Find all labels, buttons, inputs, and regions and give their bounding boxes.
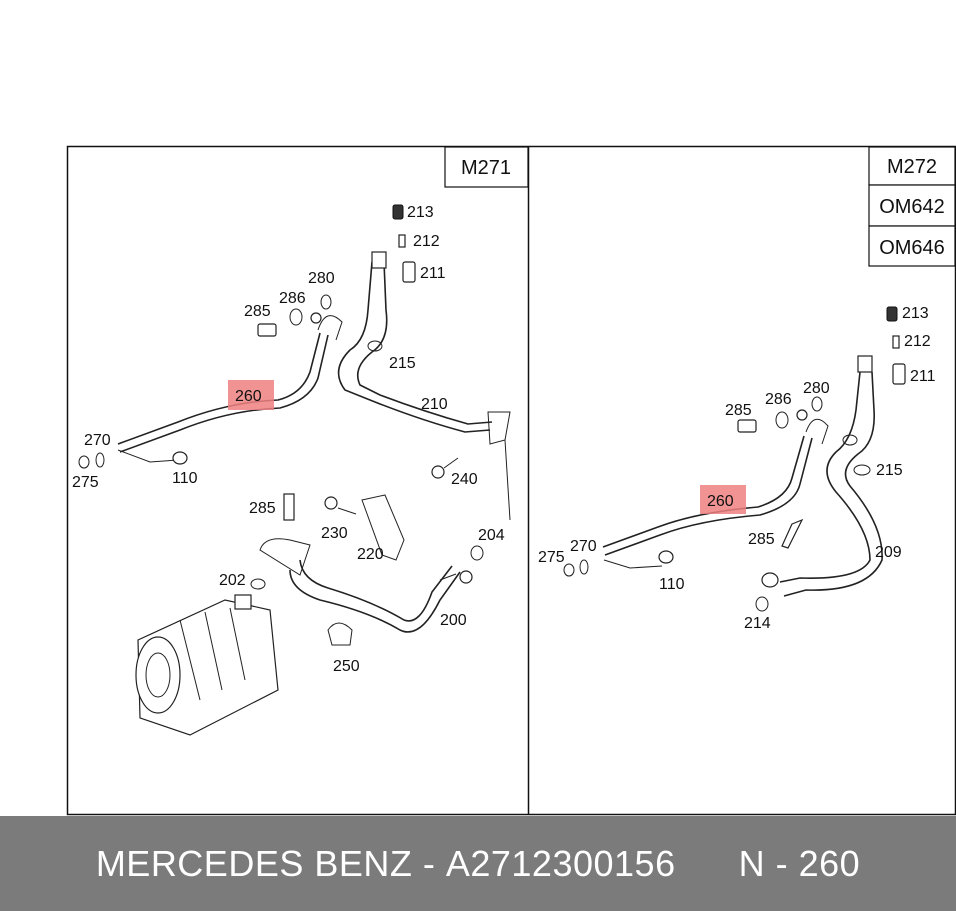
part-label: 214 — [744, 615, 771, 632]
position-number: N - 260 — [738, 842, 861, 884]
part-label: 209 — [875, 544, 902, 561]
part-label: 204 — [478, 527, 505, 544]
part-label: 260 — [235, 388, 262, 405]
part-label: 280 — [803, 380, 830, 397]
part-label: 260 — [707, 493, 734, 510]
highlight-260-right — [700, 485, 746, 514]
highlight-260-left — [228, 380, 274, 410]
right-drawing — [563, 306, 906, 612]
caption-gap — [676, 843, 739, 885]
part-label: 270 — [84, 432, 111, 449]
part-label: 212 — [413, 233, 440, 250]
engine-label: OM646 — [879, 237, 945, 259]
left-labels: 213 212 211 280 286 285 215 260 210 270 … — [72, 204, 505, 675]
part-label: 110 — [659, 576, 685, 593]
part-label: 200 — [440, 612, 467, 629]
right-labels: 213 212 211 280 286 285 215 260 275 270 … — [538, 305, 936, 632]
part-label: 211 — [420, 265, 446, 282]
part-label: 230 — [321, 525, 348, 542]
part-label: 286 — [765, 391, 792, 408]
part-label: 213 — [407, 204, 434, 221]
part-label: 215 — [389, 355, 416, 372]
part-label: 213 — [902, 305, 929, 322]
footer-banner: MERCEDES BENZ - A2712300156 N - 260 — [0, 816, 956, 911]
part-label: 215 — [876, 462, 903, 479]
part-label: 275 — [538, 549, 565, 566]
part-label: 270 — [570, 538, 597, 555]
part-label: 211 — [910, 368, 936, 385]
part-label: 240 — [451, 471, 478, 488]
brand-name: MERCEDES BENZ — [95, 842, 413, 884]
engine-label: M271 — [461, 157, 511, 179]
caption-separator: - — [412, 842, 446, 884]
engine-box-left: M271 — [444, 146, 529, 188]
part-label: 210 — [421, 396, 448, 413]
part-label: 286 — [279, 290, 306, 307]
part-label: 275 — [72, 474, 99, 491]
part-label: 285 — [249, 500, 276, 517]
part-label: 220 — [357, 546, 384, 563]
part-number: A2712300156 — [445, 842, 676, 884]
part-label: 285 — [244, 303, 271, 320]
compressor-shape — [135, 594, 279, 736]
engine-label: M272 — [887, 156, 937, 178]
left-drawing — [78, 204, 511, 736]
footer-caption: MERCEDES BENZ - A2712300156 N - 260 — [0, 816, 956, 911]
part-label: 250 — [333, 658, 360, 675]
part-label: 285 — [748, 531, 775, 548]
part-label: 202 — [219, 572, 246, 589]
engine-box-right: M272 OM642 OM646 — [868, 146, 956, 267]
part-label: 280 — [308, 270, 335, 287]
part-label: 285 — [725, 402, 752, 419]
part-label: 212 — [904, 333, 931, 350]
part-label: 110 — [172, 470, 198, 487]
engine-label: OM642 — [879, 196, 945, 218]
